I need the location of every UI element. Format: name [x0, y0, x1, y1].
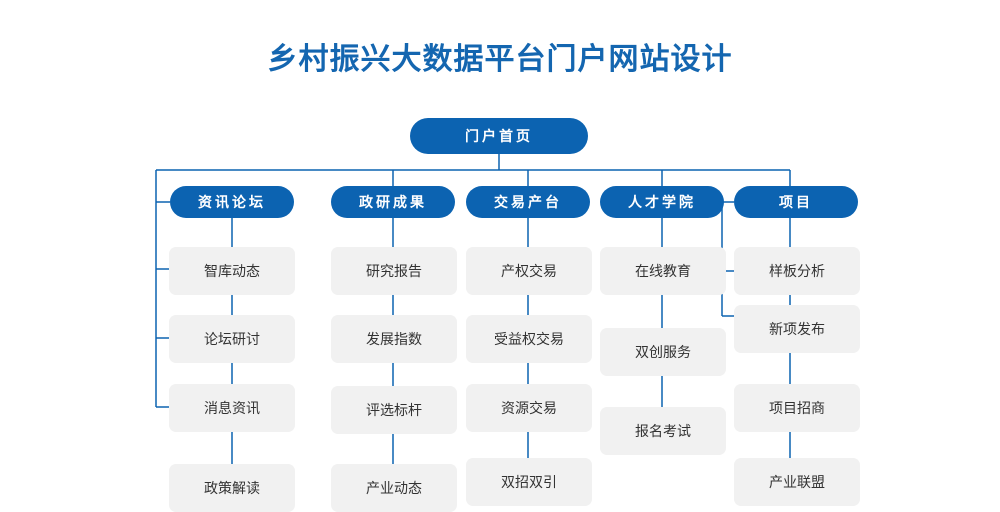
- category-node-news-forum: 资讯论坛: [170, 186, 294, 218]
- leaf-node: 受益权交易: [466, 315, 592, 363]
- leaf-node: 消息资讯: [169, 384, 295, 432]
- leaf-node: 产业动态: [331, 464, 457, 512]
- leaf-node: 双创服务: [600, 328, 726, 376]
- leaf-node: 智库动态: [169, 247, 295, 295]
- leaf-node: 资源交易: [466, 384, 592, 432]
- category-node-talent-academy: 人才学院: [600, 186, 724, 218]
- leaf-node: 报名考试: [600, 407, 726, 455]
- leaf-node: 研究报告: [331, 247, 457, 295]
- category-node-trading-platform: 交易产台: [466, 186, 590, 218]
- leaf-node: 双招双引: [466, 458, 592, 506]
- leaf-node: 在线教育: [600, 247, 726, 295]
- leaf-node: 产权交易: [466, 247, 592, 295]
- leaf-node: 样板分析: [734, 247, 860, 295]
- category-node-research-results: 政研成果: [331, 186, 455, 218]
- leaf-node: 新项发布: [734, 305, 860, 353]
- leaf-node: 产业联盟: [734, 458, 860, 506]
- leaf-node: 项目招商: [734, 384, 860, 432]
- leaf-node: 论坛研讨: [169, 315, 295, 363]
- category-node-projects: 项目: [734, 186, 858, 218]
- leaf-node: 发展指数: [331, 315, 457, 363]
- leaf-node: 评选标杆: [331, 386, 457, 434]
- page-title: 乡村振兴大数据平台门户网站设计: [267, 42, 733, 77]
- root-node-portal-home: 门户首页: [410, 118, 588, 154]
- leaf-node: 政策解读: [169, 464, 295, 512]
